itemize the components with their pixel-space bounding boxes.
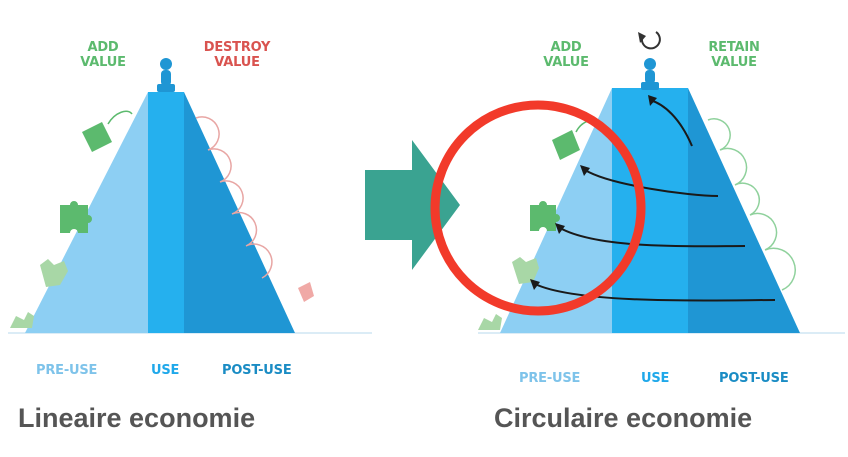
- highlight-circle: [430, 100, 646, 316]
- linear-use-section: [148, 92, 184, 333]
- circular-person-icon: [641, 58, 659, 90]
- circular-post-use-section: [688, 88, 800, 333]
- linear-add-value-label: ADD VALUE: [80, 40, 126, 70]
- circular-retain-value-label: RETAIN VALUE: [708, 40, 760, 70]
- circular-puzzle-icon: [530, 201, 560, 231]
- circular-pre-use-label: PRE-USE: [519, 371, 581, 386]
- circular-pump-icon: [478, 314, 502, 330]
- circular-use-section: [612, 88, 688, 333]
- transition-arrow: [365, 140, 460, 270]
- linear-tag-icon: [82, 110, 133, 152]
- linear-destroy-value-label: DESTROY VALUE: [203, 40, 271, 70]
- linear-economy-diagram: [8, 58, 372, 334]
- return-flow-arrowheads: [530, 95, 657, 290]
- linear-pre-use-label: PRE-USE: [36, 363, 98, 378]
- refresh-cycle-icon: [638, 31, 661, 50]
- linear-trash-icon: [298, 282, 314, 302]
- return-flow-arrows: [534, 99, 776, 302]
- circular-economy-title: Circulaire economie: [494, 403, 753, 433]
- linear-waste-arcs: [195, 116, 273, 279]
- linear-pump-icon: [10, 312, 34, 328]
- circular-post-use-label: POST-USE: [719, 371, 789, 386]
- linear-post-use-label: POST-USE: [222, 363, 292, 378]
- circular-add-value-label: ADD VALUE: [543, 40, 589, 70]
- linear-use-label: USE: [151, 363, 180, 378]
- circular-hand-icon: [512, 257, 539, 284]
- linear-person-icon: [157, 58, 175, 92]
- circular-economy-diagram: [478, 31, 845, 334]
- circular-retain-arcs: [707, 118, 796, 291]
- linear-puzzle-icon: [60, 201, 92, 233]
- circular-use-label: USE: [641, 371, 670, 386]
- linear-economy-title: Lineaire economie: [18, 403, 256, 433]
- linear-hand-icon: [40, 259, 68, 287]
